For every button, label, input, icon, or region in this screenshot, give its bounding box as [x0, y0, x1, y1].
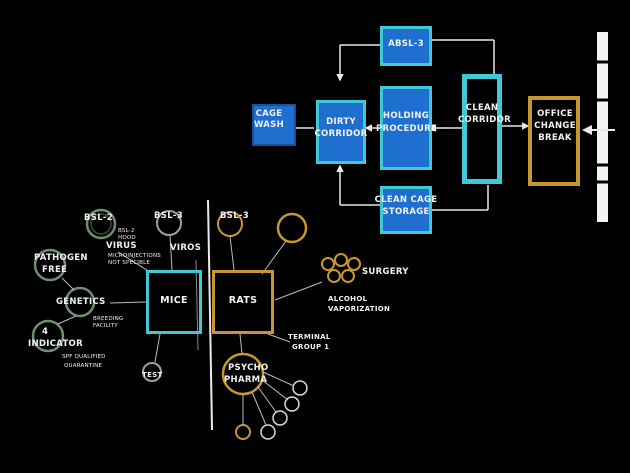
- bsl2-label: BSL-2: [84, 213, 113, 223]
- mice-room: [146, 270, 202, 334]
- clean-cage-storage-label-line1: CLEAN CAGE: [374, 195, 438, 205]
- bsl3-mid-circle: [156, 210, 182, 236]
- test-circle: [142, 362, 162, 382]
- holding-procedure-label-line1: HOLDING: [382, 111, 430, 121]
- surgery-cluster: [321, 253, 361, 283]
- bsl3-right-label: BSL-3: [220, 211, 249, 221]
- connector: [267, 333, 291, 343]
- office-label-line1: OFFICE: [537, 109, 573, 119]
- connector: [257, 386, 277, 413]
- office-change-break-room: [528, 96, 580, 186]
- connector: [117, 251, 151, 273]
- terminal-line1: TERMINAL: [288, 333, 331, 341]
- cage-wash-label-line1: CAGE: [255, 109, 283, 119]
- rats-ring-circle: [276, 212, 308, 244]
- breeding-line2: FACILITY: [93, 323, 118, 329]
- terminal-line2: GROUP 1: [292, 343, 330, 351]
- clean-corridor-room: [462, 74, 502, 184]
- connector: [261, 379, 289, 401]
- genetics-label: GENETICS: [56, 297, 106, 307]
- connector: [239, 333, 243, 355]
- bsl3-mid-label: BSL-3: [154, 211, 183, 221]
- absl3-label: ABSL-3: [388, 39, 424, 49]
- genetics-circle: [64, 286, 96, 318]
- mice-label: MICE: [160, 295, 188, 306]
- clean-corridor-label-line1: CLEAN: [465, 103, 499, 113]
- office-label-line2: CHANGE: [534, 121, 576, 131]
- psycho-line1: PSYCHO: [228, 363, 269, 373]
- spf-line2: QUARANTINE: [64, 363, 103, 369]
- office-label-line3: BREAK: [538, 133, 572, 143]
- dirty-corridor-label-line2: CORRIDOR: [314, 129, 368, 139]
- psycho-circle: [221, 352, 265, 396]
- pathogen-free-line1: PATHOGEN: [34, 253, 88, 263]
- cage-wash-room: [252, 104, 296, 146]
- alcohol-line2: VAPORIZATION: [328, 305, 391, 313]
- psycho-line2: PHARMA: [224, 375, 268, 385]
- virus-label: VIRUS: [106, 241, 137, 251]
- clean-corridor-label-line2: CORRIDOR: [458, 115, 511, 125]
- connector: [274, 281, 323, 301]
- rats-room: [212, 270, 274, 334]
- absl3-room: [380, 26, 432, 66]
- connector: [61, 277, 75, 291]
- connector: [262, 371, 295, 387]
- pathogen-circle: [33, 248, 67, 282]
- connector: [251, 391, 267, 426]
- clean-cage-storage-label-line2: STORAGE: [382, 207, 430, 217]
- connector: [169, 235, 173, 271]
- connector: [154, 333, 161, 363]
- bsl2-circle: [85, 208, 117, 240]
- holding-procedure-label-line2: PROCEDURE: [376, 124, 438, 134]
- rats-label: RATS: [228, 295, 258, 306]
- virus-note-line2: NOT SPECIBLE: [108, 260, 151, 266]
- spf-line1: SPF QUALIFIED: [62, 354, 106, 360]
- dirty-corridor-room: [316, 100, 366, 164]
- indicator-line1: 4: [42, 327, 49, 337]
- connector: [57, 315, 77, 325]
- divider-line: [195, 259, 199, 351]
- bsl2-hood-line1: BSL-2: [118, 228, 135, 234]
- holding-procedure-room: [380, 86, 432, 170]
- connector: [229, 235, 235, 271]
- surgery-label: SURGERY: [362, 267, 409, 277]
- psycho-satellite-circles: [235, 380, 308, 440]
- bsl2-hood-line2: HOOD: [118, 235, 136, 241]
- connector: [109, 301, 147, 304]
- divider-line: [207, 199, 213, 431]
- indicator-circle: [31, 319, 65, 353]
- test-label: TEST: [142, 371, 163, 379]
- exterior-wall: [597, 32, 608, 222]
- dirty-corridor-label-line1: DIRTY: [326, 117, 356, 127]
- connector: [261, 240, 287, 275]
- breeding-line1: BREEDING: [93, 316, 124, 322]
- viros-label: VIROS: [170, 243, 202, 253]
- pathogen-free-line2: FREE: [42, 265, 68, 275]
- indicator-line2: INDICATOR: [28, 339, 83, 349]
- clean-cage-storage-room: [380, 186, 432, 234]
- cage-wash-label-line2: WASH: [253, 120, 284, 130]
- alcohol-line1: ALCOHOL: [328, 295, 368, 303]
- virus-note-line1: MICROINJECTIONS: [108, 253, 161, 259]
